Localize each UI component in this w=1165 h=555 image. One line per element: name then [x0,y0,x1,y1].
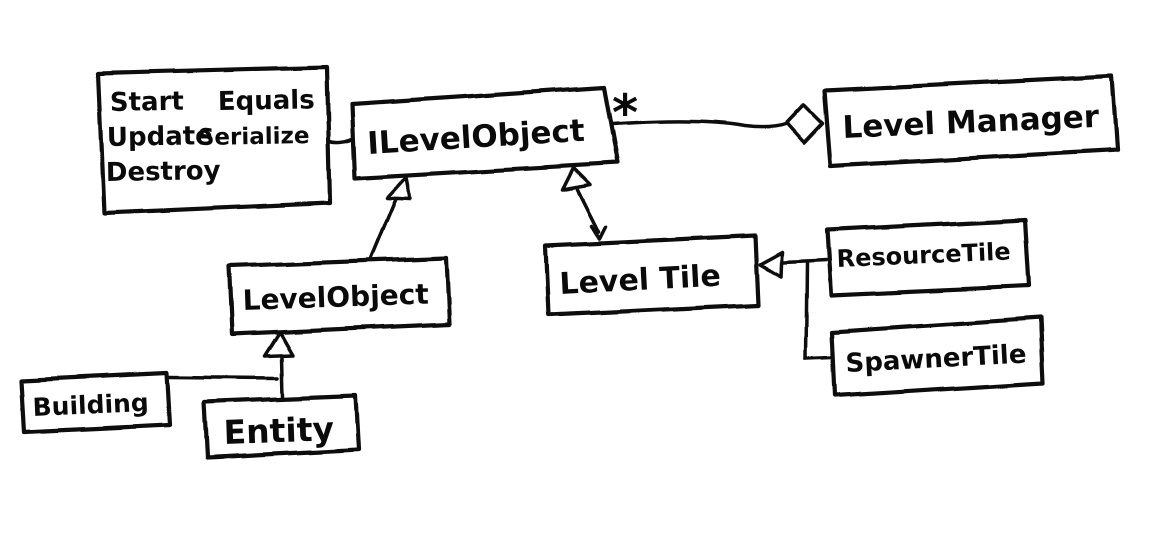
labels-layer: Start Update Destroy Equals Serialize IL… [32,84,1101,452]
class-box-levelmanager [821,73,1120,169]
inheritance-triangle-icon-ilevelobject-right [560,166,592,192]
class-label-leveltile: Level Tile [559,259,722,302]
edge-trunk-tiles [804,259,809,361]
method-label-start: Start [110,87,184,118]
methods-note-box [95,64,333,216]
edge-leveltile-ilevelobject [575,188,600,234]
edge-levelobject-ilevelobject [369,197,398,261]
class-label-levelobject: LevelObject [242,278,429,317]
method-label-serialize: Serialize [198,123,310,151]
multiplicity-star: * [612,84,638,142]
inheritance-triangle-icon-leveltile [758,250,784,278]
inheritance-triangle-icon-ilevelobject-left [385,175,412,201]
edge-entity-levelobject [280,355,285,399]
method-label-equals: Equals [218,85,315,117]
method-label-destroy: Destroy [106,156,221,188]
class-label-building: Building [32,388,149,422]
aggregation-diamond-icon [785,103,824,144]
class-box-entity [201,393,362,461]
edge-spawnertile-leveltile [804,356,835,361]
edge-note-to-ilevelobject [327,137,354,144]
class-box-spawnertile [829,315,1047,399]
class-box-resourcetile [824,217,1032,298]
arrowhead-icon-leveltile [589,224,607,241]
class-label-spawnertile: SpawnerTile [845,340,1027,379]
class-label-levelmanager: Level Manager [842,99,1101,146]
edge-resourcetile-leveltile [781,258,829,264]
class-box-leveltile [543,233,761,318]
edge-aggregation-line [610,119,788,129]
class-label-ilevelobject: ILevelObject [366,113,586,162]
class-box-ilevelobject [349,84,621,181]
edge-building-levelobject [166,375,280,380]
class-box-building [18,370,173,435]
inheritance-triangle-icon-levelobject [263,330,295,358]
class-box-levelobject [226,255,452,337]
method-label-update: Update [107,121,213,153]
class-label-entity: Entity [223,409,335,452]
class-label-resourcetile: ResourceTile [836,237,1011,273]
